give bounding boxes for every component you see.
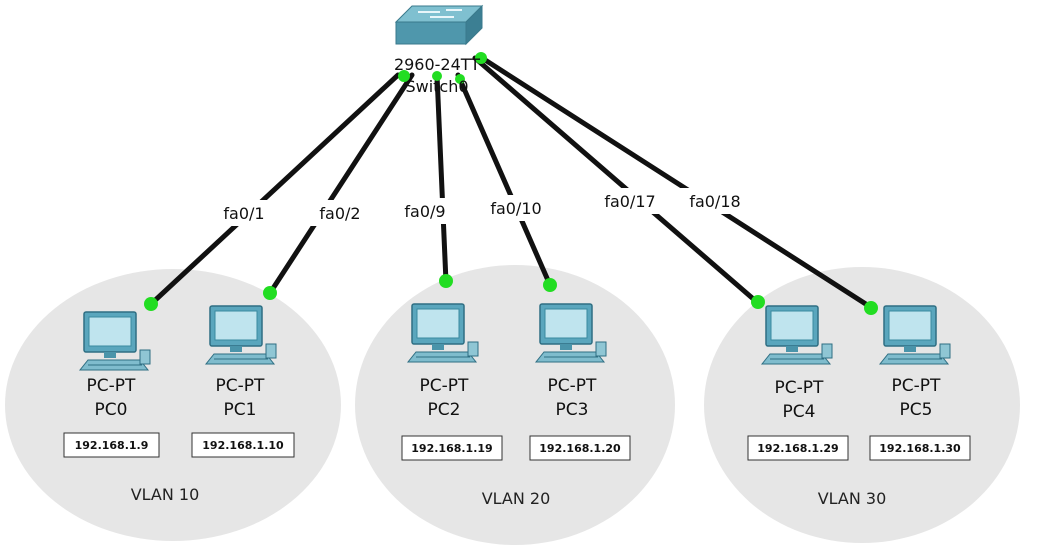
vlan-label-10: VLAN 10: [131, 485, 200, 504]
pc-node-pc3[interactable]: PC-PT PC3 192.168.1.20: [529, 303, 631, 461]
pc-name: PC5: [900, 400, 933, 420]
pc5-port-light: [864, 301, 878, 315]
port-label-pc5: fa0/18: [689, 192, 740, 211]
link-pc4[interactable]: [472, 55, 761, 306]
vlan-label-30: VLAN 30: [818, 489, 887, 508]
port-label-pc0: fa0/1: [223, 204, 264, 223]
port-label-pc3: fa0/10: [490, 199, 541, 218]
pc-ip-label: 192.168.1.30: [879, 442, 961, 455]
link-pc0[interactable]: [147, 72, 401, 308]
link-pc1[interactable]: [267, 72, 415, 296]
pc-type: PC-PT: [548, 376, 598, 396]
switch-port-light: [398, 70, 410, 82]
pc-name: PC1: [224, 400, 257, 420]
pc-name: PC3: [556, 400, 589, 420]
pc1-port-light: [263, 286, 277, 300]
switch-name: Switch0: [405, 77, 468, 96]
pc0-port-light: [144, 297, 158, 311]
pc4-port-light: [751, 295, 765, 309]
port-labels: fa0/1 fa0/2 fa0/9 fa0/10 fa0/17 fa0/18: [214, 188, 751, 226]
switch-model: 2960-24TT: [394, 55, 480, 74]
pc-type: PC-PT: [87, 376, 137, 396]
pc-ip-label: 192.168.1.20: [539, 442, 621, 455]
pc-name: PC0: [95, 400, 128, 420]
pc-node-pc1[interactable]: PC-PT PC1 192.168.1.10: [191, 305, 295, 458]
switch-port-light: [475, 52, 487, 64]
pc-node-pc4[interactable]: PC-PT PC4 192.168.1.29: [747, 305, 849, 461]
link-pc5[interactable]: [479, 55, 875, 311]
switch-node[interactable]: 2960-24TT Switch0: [394, 4, 484, 96]
pc3-port-light: [543, 278, 557, 292]
pc-ip-label: 192.168.1.19: [411, 442, 492, 455]
pc-type: PC-PT: [775, 378, 825, 398]
links: [147, 55, 875, 311]
pc-name: PC4: [783, 402, 816, 422]
switch-icon: [394, 4, 484, 46]
pc-node-pc2[interactable]: PC-PT PC2 192.168.1.19: [401, 303, 503, 461]
port-label-pc1: fa0/2: [319, 204, 360, 223]
pc-ip-label: 192.168.1.10: [202, 439, 284, 452]
pc2-port-light: [439, 274, 453, 288]
port-label-pc4: fa0/17: [604, 192, 655, 211]
link-pc3[interactable]: [455, 72, 553, 288]
pc-node-pc0[interactable]: PC-PT PC0 192.168.1.9: [63, 311, 160, 458]
pc-ip-label: 192.168.1.9: [75, 439, 149, 452]
pc-type: PC-PT: [216, 376, 266, 396]
pc-type: PC-PT: [892, 376, 942, 396]
port-label-pc2: fa0/9: [404, 202, 445, 221]
pc-ip-label: 192.168.1.29: [757, 442, 838, 455]
pc-name: PC2: [428, 400, 461, 420]
switch-port-light: [455, 74, 465, 84]
pc-node-pc5[interactable]: PC-PT PC5 192.168.1.30: [869, 305, 971, 461]
pc-type: PC-PT: [420, 376, 470, 396]
switch-port-light: [432, 71, 442, 81]
vlan-label-20: VLAN 20: [482, 489, 551, 508]
link-pc2[interactable]: [434, 72, 449, 285]
